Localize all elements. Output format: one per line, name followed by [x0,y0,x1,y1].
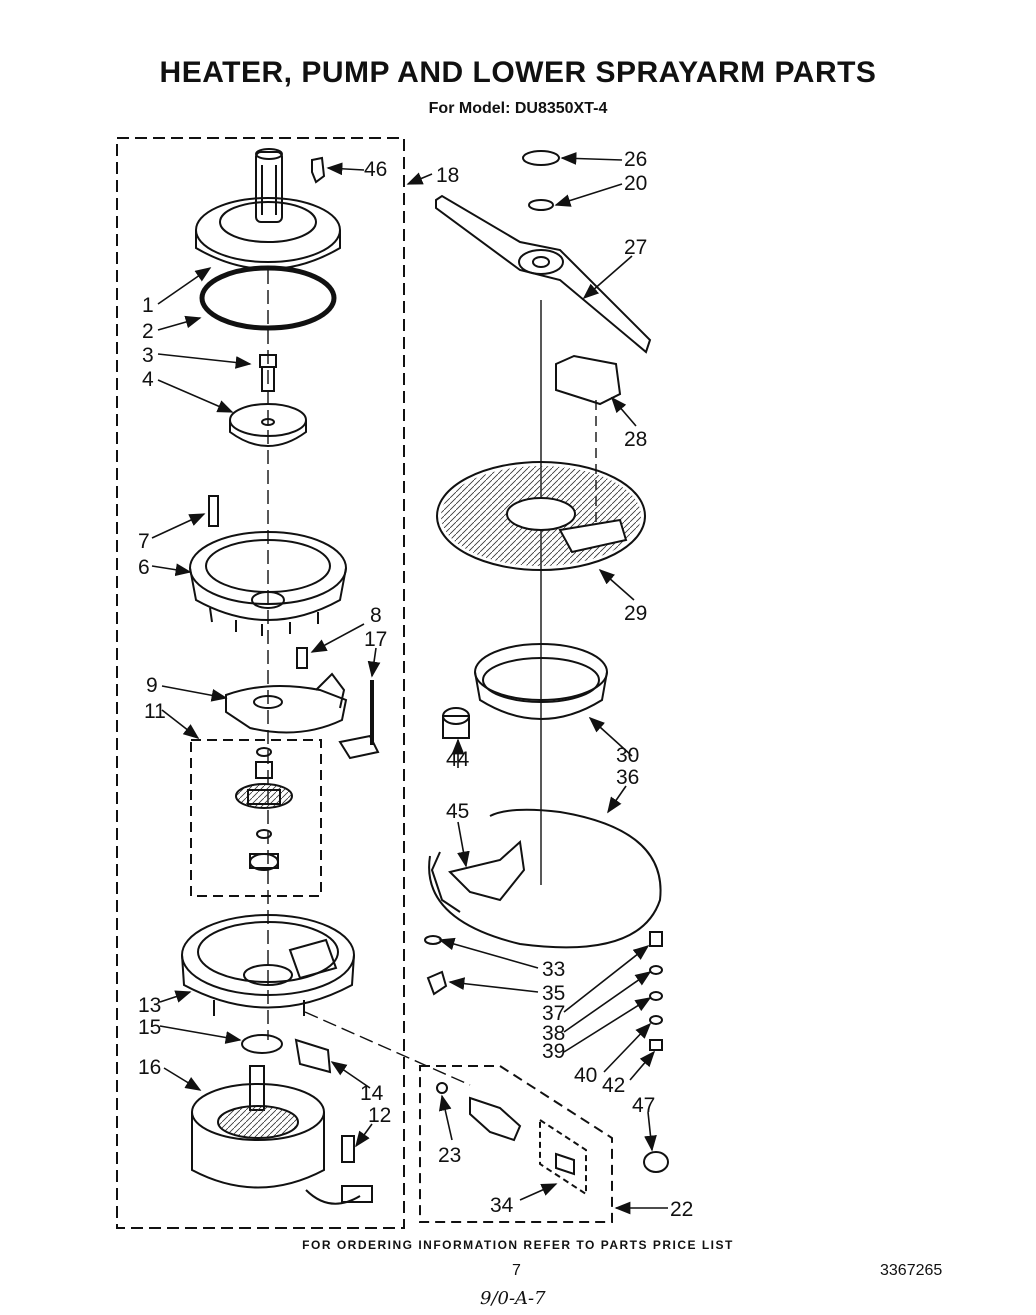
filter-screen-part-29 [436,461,646,571]
impeller-assembly-part-11 [235,747,293,871]
callout-38: 38 [542,1022,565,1045]
screw-part-8 [296,647,308,669]
washer-part-15 [241,1034,283,1054]
impeller-cap-part-4 [229,403,307,447]
callout-13: 13 [138,994,161,1017]
seal-plate-part-9 [225,672,348,734]
callout-2: 2 [142,320,154,343]
callout-45: 45 [446,800,469,823]
assembly-18-frame [116,137,405,1229]
callout-16: 16 [138,1056,161,1079]
callout-4: 4 [142,368,154,391]
bolt-part-3 [259,354,277,392]
heater-element-part-36 [428,808,662,949]
callout-14: 14 [360,1082,384,1105]
callout-17: 17 [364,628,387,651]
callout-8: 8 [370,604,382,627]
bracket-part-45 [448,840,526,902]
callout-47: 47 [632,1094,655,1117]
thermostat-part-44 [442,707,470,739]
washer-part-38 [649,965,663,975]
callout-30: 30 [616,744,639,767]
page-title: HEATER, PUMP AND LOWER SPRAYARM PARTS [159,56,877,89]
deflector-part-28 [555,354,622,406]
callout-35: 35 [542,982,565,1005]
callout-27: 27 [624,236,647,259]
callout-labels: 1 2 3 4 7 6 8 17 9 11 46 18 13 15 16 14 … [138,148,693,1221]
callout-15: 15 [138,1016,161,1039]
oring-part-23 [436,1082,448,1094]
screw-part-37 [649,931,663,947]
assembly-11-frame [190,739,322,897]
callout-22: 22 [670,1198,693,1221]
callout-26: 26 [624,148,647,171]
gasket-part-2 [199,265,337,331]
callout-33: 33 [542,958,565,981]
callout-20: 20 [624,172,647,195]
callout-29: 29 [624,602,647,625]
callout-3: 3 [142,344,154,367]
callout-40: 40 [574,1064,597,1087]
ordering-info-footer: FOR ORDERING INFORMATION REFER TO PARTS … [302,1238,734,1252]
callout-42: 42 [602,1074,625,1097]
block-part-14 [294,1038,332,1074]
handwritten-note: 9/0-A-7 [480,1288,546,1309]
page-number: 7 [512,1262,521,1279]
callout-28: 28 [624,428,647,451]
callout-7: 7 [138,530,150,553]
motor-part-16 [191,1065,373,1205]
clamp-part-47 [643,1151,669,1173]
callout-12: 12 [368,1104,391,1127]
washer-part-33 [424,935,442,945]
screw-part-12 [341,1135,355,1163]
model-subtitle: For Model: DU8350XT-4 [428,100,608,117]
pump-housing-part-6 [189,531,347,636]
callout-36: 36 [616,766,639,789]
document-number: 3367265 [880,1262,943,1279]
washer-part-20 [528,199,554,211]
pump-cover-part-1 [195,148,341,270]
callout-46: 46 [364,158,387,181]
callout-34: 34 [490,1194,514,1217]
heater-connector-part-22 [469,1096,587,1196]
cap-part-26 [522,150,560,166]
callout-18: 18 [436,164,459,187]
clip-part-46 [311,156,326,184]
motor-mount-part-13 [181,914,355,1016]
clip-part-35 [426,970,448,996]
seal-ring-part-30 [474,643,608,720]
washer-part-40 [649,1015,663,1025]
screw-part-7 [208,495,219,527]
callout-39: 39 [542,1040,565,1063]
callout-6: 6 [138,556,150,579]
sprayarm-part-27 [435,194,652,354]
washer-part-39 [649,991,663,1001]
callout-44: 44 [446,748,470,771]
callout-1: 1 [142,294,154,317]
nut-part-42 [649,1039,663,1051]
assembly-22-frame [419,1065,613,1223]
callout-23: 23 [438,1144,461,1167]
callout-9: 9 [146,674,158,697]
callout-11: 11 [144,700,166,723]
callout-37: 37 [542,1002,565,1025]
